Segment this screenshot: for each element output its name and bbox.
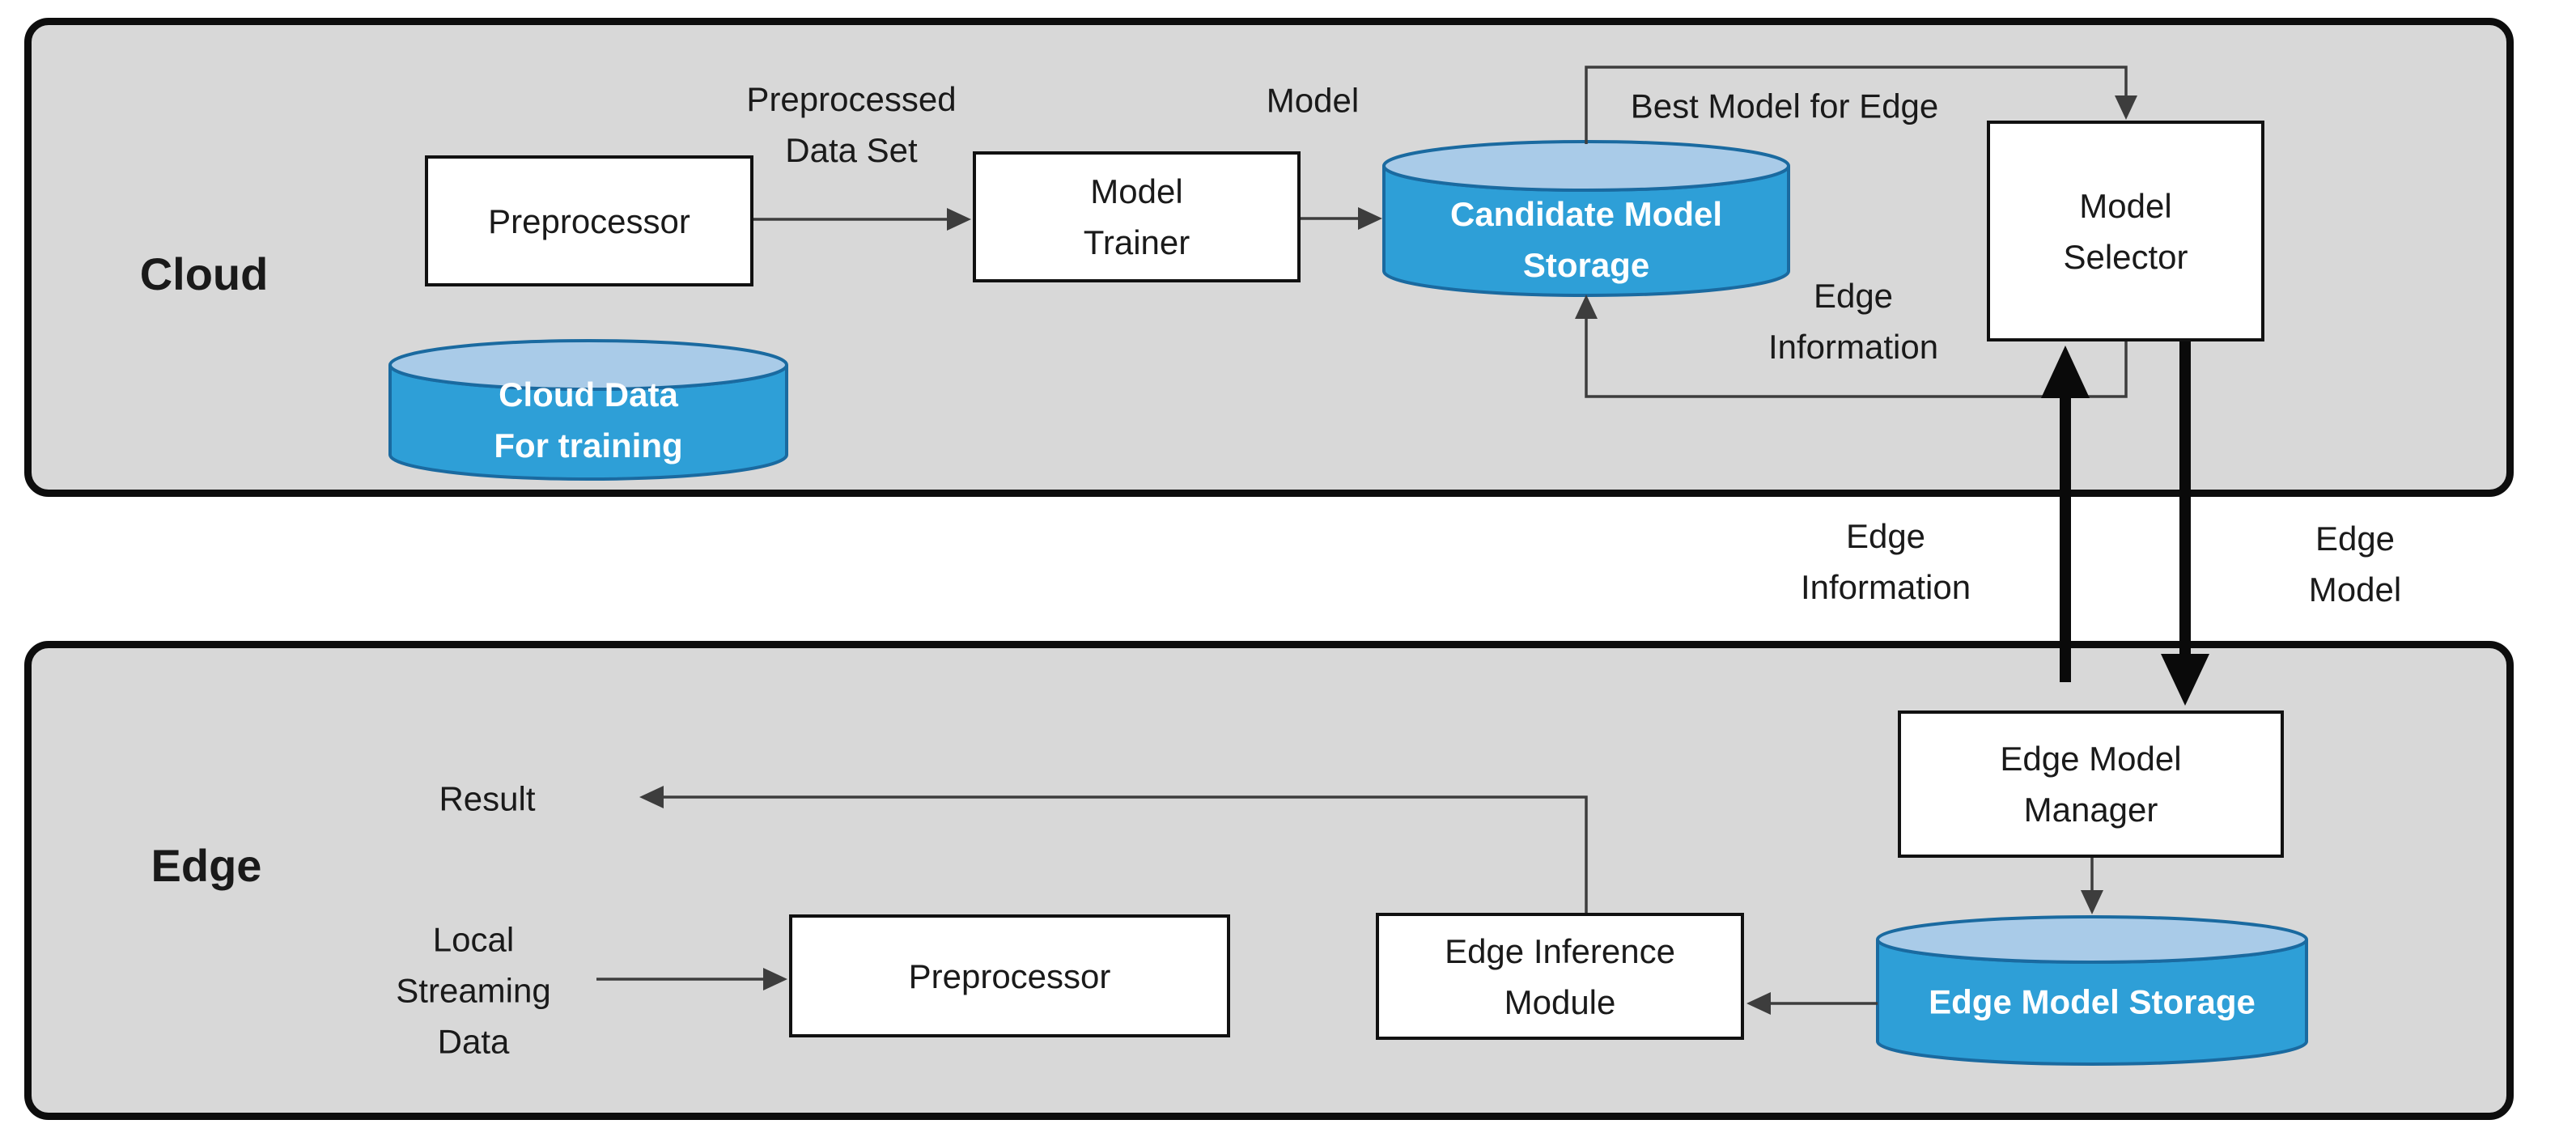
edge-model-storage-label: Edge Model Storage — [1929, 982, 2256, 1021]
preprocessed-dataset-label: Preprocessed Data Set — [746, 80, 957, 169]
candidate-model-storage-label: Candidate Model Storage — [1449, 195, 1723, 284]
line-selector-to-candidate-storage-head — [1575, 295, 1598, 319]
edge-preprocessor-box: Preprocessor — [789, 914, 1230, 1037]
arrow-manager-to-storage-head — [2081, 890, 2103, 914]
between-edge-information-label: Edge Information — [1800, 517, 1971, 606]
arrow-edge-model-down-head — [2161, 654, 2209, 706]
line-inference-to-result — [662, 795, 1588, 913]
arrow-storage-to-inference-head — [1746, 992, 1771, 1015]
cloud-data-label: Cloud Data For training — [494, 375, 683, 464]
cloud-data-cylinder-top — [388, 339, 788, 391]
best-model-for-edge-label: Best Model for Edge — [1630, 87, 1939, 125]
model-label: Model — [1266, 81, 1360, 120]
line-inference-to-result-head — [639, 786, 664, 808]
line-candidate-storage-to-selector — [1585, 66, 2128, 144]
line-selector-to-candidate-storage — [1585, 317, 2128, 398]
arrow-edge-information-up-head — [2041, 346, 2090, 398]
edge-inference-module-box: Edge Inference Module — [1376, 913, 1744, 1040]
local-streaming-data-label: Local Streaming Data — [396, 920, 551, 1061]
arrow-local-data-to-preprocessor-head — [763, 968, 787, 990]
model-trainer-box: Model Trainer — [973, 151, 1301, 282]
result-label: Result — [439, 779, 536, 818]
candidate-model-storage-cylinder-top — [1382, 140, 1790, 192]
cloud-edge-information-label: Edge Information — [1768, 277, 1939, 366]
edge-model-storage-cylinder-top — [1876, 915, 2308, 964]
between-edge-model-label: Edge Model — [2308, 520, 2402, 609]
arrow-preprocessor-to-trainer-head — [947, 208, 971, 231]
cloud-region-label: Cloud — [139, 248, 269, 299]
model-selector-box: Model Selector — [1987, 121, 2264, 341]
arrow-trainer-to-candidate-storage-head — [1358, 207, 1382, 230]
edge-region-label: Edge — [151, 840, 262, 891]
cloud-preprocessor-box: Preprocessor — [425, 155, 753, 286]
edge-model-manager-box: Edge Model Manager — [1898, 710, 2284, 858]
line-candidate-storage-to-selector-head — [2115, 95, 2137, 120]
